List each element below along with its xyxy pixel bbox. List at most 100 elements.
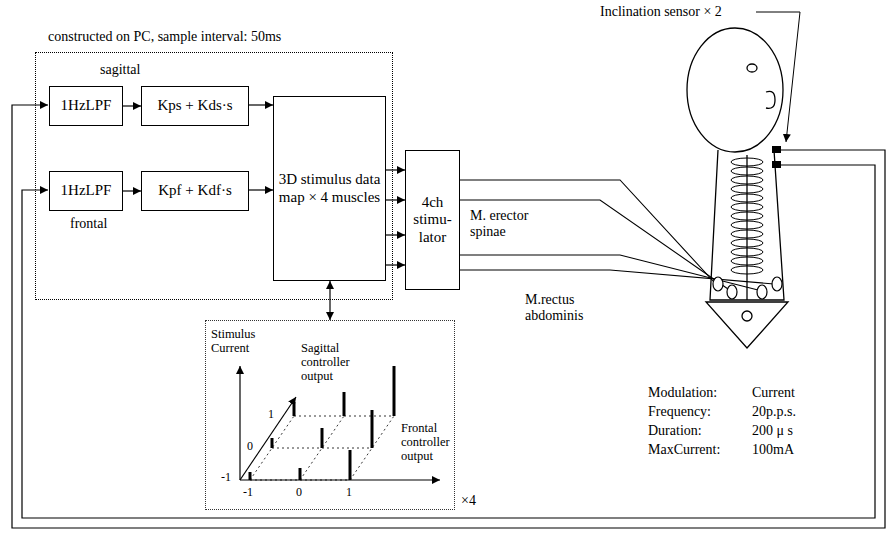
inclination-sensor bbox=[772, 146, 781, 153]
stimulus-bar bbox=[299, 468, 302, 480]
tick-label: -1 bbox=[243, 486, 253, 500]
inclination-sensor bbox=[772, 161, 781, 168]
body-figure bbox=[710, 150, 784, 300]
box-label: Kpf + Kdf·s bbox=[158, 182, 231, 199]
parameter-text: Duration: bbox=[648, 423, 702, 439]
axis-label: Sagittal controller output bbox=[301, 341, 373, 383]
stimulus-bar bbox=[293, 402, 296, 416]
body-figure bbox=[747, 64, 757, 72]
signal-arrow bbox=[386, 199, 405, 200]
stimulus-wire bbox=[460, 180, 714, 282]
stimulus-bar bbox=[349, 450, 352, 480]
parameter-text: Current bbox=[752, 385, 795, 401]
tick-label: 0 bbox=[247, 440, 253, 454]
spine-coil bbox=[731, 176, 763, 184]
stimulus-wire bbox=[460, 180, 774, 290]
data-map-box: 3D stimulus data map × 4 muscles bbox=[273, 96, 386, 281]
parameter-text: Frequency: bbox=[648, 404, 711, 420]
spine-coil bbox=[731, 221, 763, 229]
stimulus-bar bbox=[321, 428, 324, 448]
plot-axis bbox=[240, 397, 296, 480]
signal-arrow bbox=[249, 104, 273, 105]
electrode bbox=[757, 285, 767, 299]
filter-box: 1HzLPF bbox=[49, 171, 123, 211]
signal-arrow bbox=[386, 264, 405, 265]
stimulus-bar bbox=[343, 392, 346, 416]
sensor-label: Inclination sensor × 2 bbox=[600, 4, 722, 20]
electrode bbox=[713, 277, 782, 299]
feedback-line bbox=[12, 105, 885, 528]
electrode bbox=[772, 277, 782, 291]
signal-arrow bbox=[123, 105, 141, 106]
controller-box: Kps + Kds·s bbox=[141, 86, 249, 126]
stimulus-wire bbox=[460, 255, 758, 290]
feedback-line bbox=[12, 105, 885, 528]
muscle-label: M.rectus abdominis bbox=[525, 292, 605, 324]
signal-arrow bbox=[329, 281, 330, 320]
body-figure bbox=[687, 28, 783, 152]
signal-arrow bbox=[386, 234, 405, 235]
sensor-leader bbox=[756, 12, 800, 142]
parameter-text: Modulation: bbox=[648, 385, 717, 401]
tick-label: 1 bbox=[346, 486, 352, 500]
electrode bbox=[713, 277, 723, 291]
parameter-text: 20p.p.s. bbox=[752, 404, 796, 420]
electrode bbox=[727, 285, 737, 299]
spine-coil bbox=[731, 167, 763, 175]
stimulus-wire bbox=[460, 270, 774, 284]
spine-coil bbox=[731, 248, 763, 256]
spine-coil bbox=[731, 158, 763, 166]
plot-axis bbox=[239, 366, 240, 480]
parameter-text: MaxCurrent: bbox=[648, 442, 720, 458]
spine-coil bbox=[731, 212, 763, 220]
spine-coil bbox=[731, 185, 763, 193]
spine-coil bbox=[731, 239, 763, 247]
body-figure bbox=[706, 302, 788, 348]
signal-arrow bbox=[249, 189, 273, 190]
body-figure bbox=[746, 155, 747, 300]
stimulus-bar bbox=[250, 366, 394, 480]
axis-label: Stimulus Current bbox=[211, 327, 273, 355]
stimulus-wire bbox=[460, 200, 728, 289]
box-label: 1HzLPF bbox=[61, 97, 112, 114]
spine-coil bbox=[731, 230, 763, 238]
box-label: Kps + Kds·s bbox=[157, 97, 232, 114]
controller-box: Kpf + Kdf·s bbox=[141, 171, 249, 211]
box-label: 1HzLPF bbox=[61, 182, 112, 199]
stimulus-bar bbox=[393, 366, 396, 416]
spine-coil bbox=[731, 158, 763, 274]
body-figure bbox=[687, 28, 788, 348]
stimulus-bar bbox=[271, 438, 274, 448]
axis-label: Frontal controller output bbox=[401, 421, 457, 463]
muscle-label: M. erector spinae bbox=[470, 208, 542, 240]
stimulus-bar bbox=[249, 472, 252, 480]
pc-region: constructed on PC, sample interval: 50ms… bbox=[35, 52, 393, 300]
signal-arrow bbox=[386, 169, 405, 170]
spine-coil bbox=[731, 203, 763, 211]
parameter-text: 100mA bbox=[752, 442, 794, 458]
tick-label: 0 bbox=[296, 486, 302, 500]
parameter-text: 200 μ s bbox=[752, 423, 793, 439]
plane-label: frontal bbox=[70, 216, 107, 232]
spine-coil bbox=[731, 194, 763, 202]
plot-axis bbox=[240, 479, 440, 480]
sensor-leader bbox=[756, 12, 800, 142]
box-label: 4ch stimu- lator bbox=[410, 194, 455, 246]
spine-coil bbox=[731, 257, 763, 265]
region-title: constructed on PC, sample interval: 50ms bbox=[48, 29, 281, 45]
plane-label: sagittal bbox=[100, 62, 140, 78]
box-label: 3D stimulus data map × 4 muscles bbox=[278, 171, 381, 206]
tick-label: 1 bbox=[268, 408, 274, 422]
inclination-sensor bbox=[772, 146, 781, 168]
stimulus-bar bbox=[371, 410, 374, 448]
body-figure bbox=[742, 311, 752, 321]
stimulator-box: 4ch stimu- lator bbox=[405, 150, 460, 290]
filter-box: 1HzLPF bbox=[49, 86, 123, 126]
map-inset: Stimulus CurrentSagittal controller outp… bbox=[205, 320, 455, 510]
body-figure bbox=[766, 91, 775, 108]
axis-label: ×4 bbox=[461, 493, 491, 509]
spine-coil bbox=[731, 266, 763, 274]
signal-arrow bbox=[123, 190, 141, 191]
plot-grid bbox=[300, 416, 344, 480]
